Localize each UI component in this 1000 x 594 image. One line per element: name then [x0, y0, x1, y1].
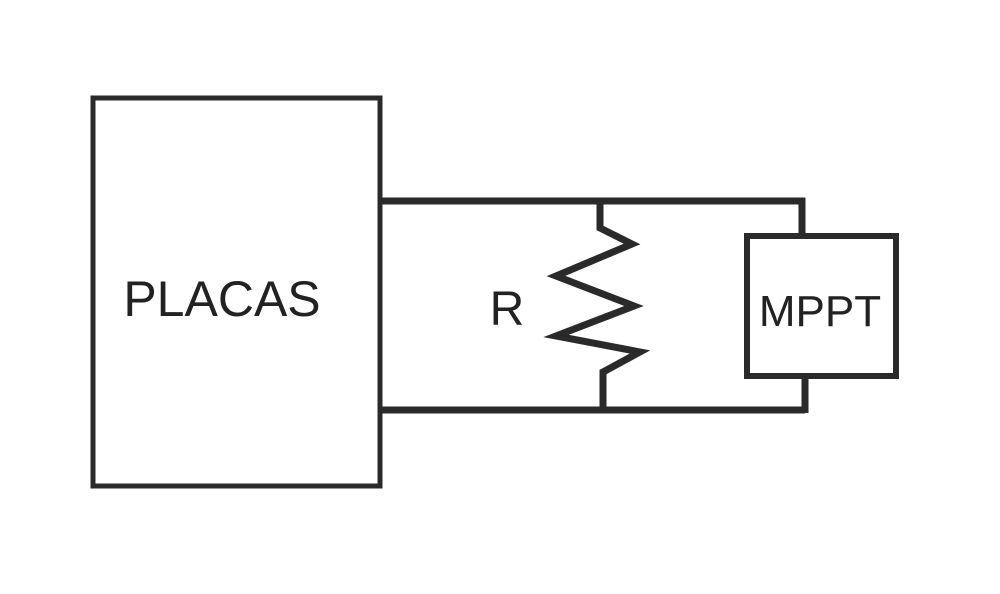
placas-block: PLACAS	[90, 95, 383, 489]
placas-label: PLACAS	[123, 271, 320, 327]
mppt-box	[744, 233, 899, 379]
placas-box	[90, 95, 383, 489]
resistor-label: R	[490, 283, 525, 336]
resistor: R	[490, 201, 651, 410]
mppt-block: MPPT	[744, 198, 899, 413]
wires	[380, 197, 805, 414]
mppt-label: MPPT	[759, 287, 881, 336]
resistor-zigzag	[543, 201, 651, 410]
